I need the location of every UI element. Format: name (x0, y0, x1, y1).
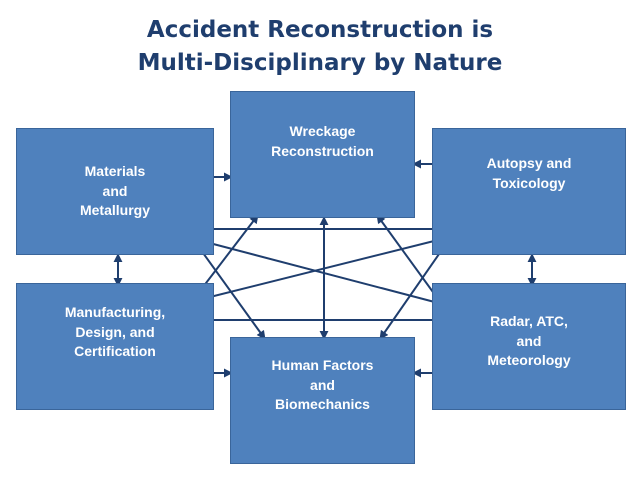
wreckage-reconstruction-box: Wreckage Reconstruction (230, 91, 415, 218)
human-factors-line-1: Human Factors (271, 357, 374, 373)
slide-title: Accident Reconstruction is Multi-Discipl… (0, 14, 640, 80)
materials-line-3: Metallurgy (79, 202, 150, 218)
manufacturing-design-certification-box: Manufacturing, Design, and Certification (16, 283, 214, 410)
title-line-2: Multi-Disciplinary by Nature (137, 50, 503, 76)
manufacturing-line-2: Design, and (75, 323, 155, 340)
materials-line-2: and (102, 182, 128, 199)
human-factors-line-3: Biomechanics (275, 396, 370, 412)
materials-line-1: Materials (84, 163, 146, 179)
autopsy-line-1: Autopsy and (486, 155, 572, 171)
autopsy-toxicology-box: Autopsy and Toxicology (432, 128, 626, 255)
arrow-materials-radar (197, 237, 447, 308)
autopsy-line-2: Toxicology (492, 174, 566, 191)
manufacturing-line-1: Manufacturing, (64, 304, 166, 320)
radar-line-1: Radar, ATC, (490, 313, 568, 329)
arrow-autopsy-human (379, 243, 447, 340)
human-factors-biomechanics-box: Human Factors and Biomechanics (230, 337, 415, 464)
arrow-manufacturing-autopsy (197, 235, 447, 303)
wreckage-line-2: Reconstruction (271, 142, 374, 159)
manufacturing-line-3: Certification (74, 343, 156, 359)
radar-line-3: Meteorology (487, 352, 571, 368)
radar-atc-meteorology-box: Radar, ATC, and Meteorology (432, 283, 626, 410)
human-factors-line-2: and (310, 376, 335, 393)
radar-line-2: and (516, 332, 542, 349)
title-line-1: Accident Reconstruction is (146, 17, 494, 43)
materials-metallurgy-box: Materials and Metallurgy (16, 128, 214, 255)
wreckage-line-1: Wreckage (289, 123, 356, 139)
